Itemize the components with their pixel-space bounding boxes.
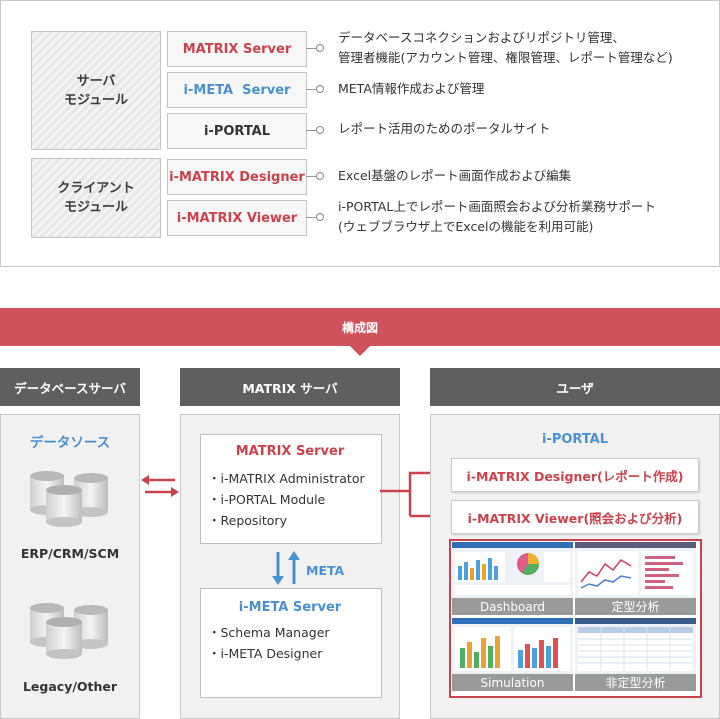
thumbnail-caption: 定型分析 [575,598,696,615]
column-header-database: データベースサーバ [0,368,140,406]
category-label-line1: クライアント [57,181,134,196]
standard-analysis-preview-icon [575,542,696,598]
database-panel [0,414,140,719]
source-label-legacy: Legacy/Other [0,679,140,694]
meta-server-item: ・Schema Manager [208,622,330,643]
meta-label: META [306,563,344,578]
meta-server-item: ・i-META Designer [208,643,322,664]
matrix-server-title: MATRIX Server [200,444,380,459]
category-label-line1: サーバ [77,74,116,89]
module-matrix-server: MATRIX Server [167,31,307,67]
module-description: META情報作成および管理 [338,79,484,99]
matrix-server-item: ・Repository [208,510,287,531]
simulation-thumbnail: Simulation [452,618,573,691]
category-label-line2: モジュール [64,93,128,108]
module-description: i-PORTAL上でレポート画面照会および分析業務サポート(ウェブブラウザ上でE… [338,197,708,237]
column-header-matrix-server: MATRIX サーバ [180,368,400,406]
i-matrix-designer-box: i-MATRIX Designer(レポート作成) [451,458,699,492]
client-module-category: クライアントモジュール [31,158,161,238]
module-description: レポート活用のためのポータルサイト [338,119,551,139]
ad-hoc-analysis-preview-icon [575,618,696,674]
connector-dot [316,126,324,134]
module-description: データベースコネクションおよびリポジトリ管理、管理者機能(アカウント管理、権限管… [338,28,708,68]
source-label-erp: ERP/CRM/SCM [0,546,140,561]
matrix-server-item: ・i-MATRIX Administrator [208,468,365,489]
database-group-icon [24,600,116,660]
category-label-line2: モジュール [64,200,128,215]
connector-dot [316,85,324,93]
module-description: Excel基盤のレポート画面作成および編集 [338,166,571,186]
server-module-category: サーバモジュール [31,31,161,150]
module-i-matrix-designer: i-MATRIX Designer [167,159,307,195]
i-portal-title: i-PORTAL [430,432,720,447]
connector-dot [316,172,324,180]
banner-pointer [350,346,370,356]
module-i-meta-server: i-META Server [167,72,307,108]
bidirectional-arrow-icon [141,474,179,498]
meta-server-title: i-META Server [200,600,380,615]
simulation-preview-icon [452,618,573,674]
database-group-icon [24,468,116,528]
standard-analysis-thumbnail: 定型分析 [575,542,696,615]
module-i-portal: i-PORTAL [167,113,307,149]
ad-hoc-analysis-thumbnail: 非定型分析 [575,618,696,691]
diagram-banner: 構成図 [0,308,720,346]
i-matrix-viewer-box: i-MATRIX Viewer(照会および分析) [451,500,699,534]
connector-dot [316,213,324,221]
data-source-title: データソース [0,431,140,451]
thumbnail-caption: 非定型分析 [575,674,696,691]
module-i-matrix-viewer: i-MATRIX Viewer [167,200,307,236]
dashboard-preview-icon [452,542,573,598]
matrix-server-item: ・i-PORTAL Module [208,489,325,510]
column-header-user: ユーザ [430,368,720,406]
connector-dot [316,44,324,52]
thumbnail-caption: Simulation [452,674,573,691]
thumbnail-caption: Dashboard [452,598,573,615]
meta-exchange-arrows-icon [270,550,302,586]
dashboard-thumbnail: Dashboard [452,542,573,615]
